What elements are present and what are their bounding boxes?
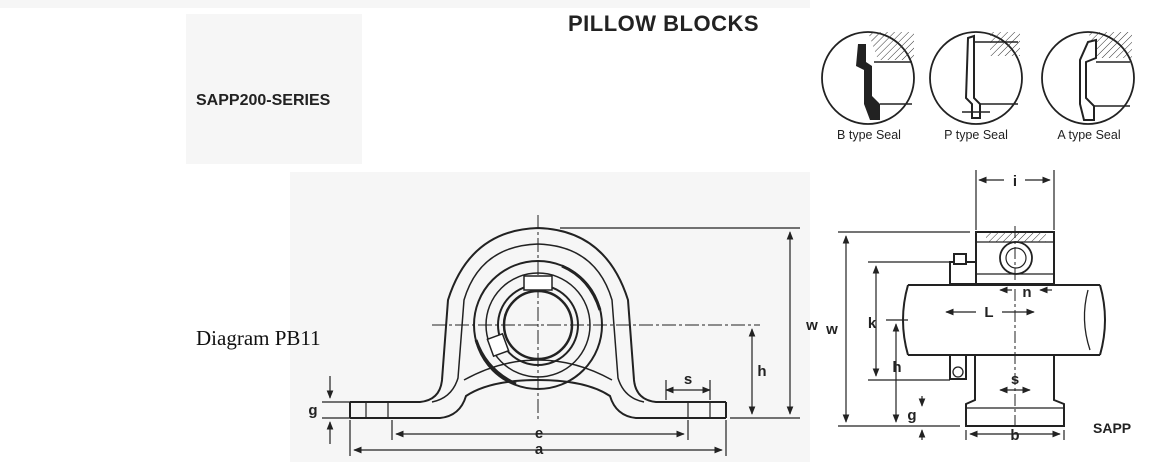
dim-h-front: h (757, 363, 766, 380)
dim-L-side: L (984, 304, 993, 321)
series-label: SAPP200-SERIES (196, 92, 331, 109)
seal-label-p: P type Seal (944, 128, 1008, 142)
dim-h-side: h (892, 359, 901, 376)
p-type-seal-icon (929, 31, 1023, 125)
b-type-seal-icon (821, 31, 915, 125)
a-type-seal-icon (1041, 31, 1135, 125)
dim-g-front: g (308, 402, 317, 419)
drawing-panel (290, 172, 810, 462)
dim-k-side: k (868, 315, 877, 332)
dim-g-side: g (907, 407, 916, 424)
dim-w-side: w (825, 321, 838, 338)
page-title: PILLOW BLOCKS (568, 11, 760, 36)
side-view (902, 226, 1106, 430)
diagram-label: Diagram PB11 (196, 326, 321, 350)
front-dimensions (322, 227, 800, 456)
seal-label-b: B type Seal (837, 128, 901, 142)
dim-b-side: b (1010, 427, 1019, 444)
side-view-label: SAPP (1093, 420, 1132, 436)
dim-i-side: i (1013, 173, 1017, 190)
dim-n-side: n (1022, 284, 1031, 301)
dim-s-side: s (1011, 371, 1019, 388)
dim-a-front: a (535, 441, 544, 458)
dim-s-front: s (684, 371, 692, 388)
seal-label-a: A type Seal (1057, 128, 1121, 142)
side-dimensions (838, 170, 1065, 440)
series-panel (186, 14, 362, 164)
dim-w-front: w (805, 317, 818, 334)
front-view (349, 215, 760, 420)
dim-e-front: e (535, 425, 543, 442)
header-background (0, 0, 810, 8)
